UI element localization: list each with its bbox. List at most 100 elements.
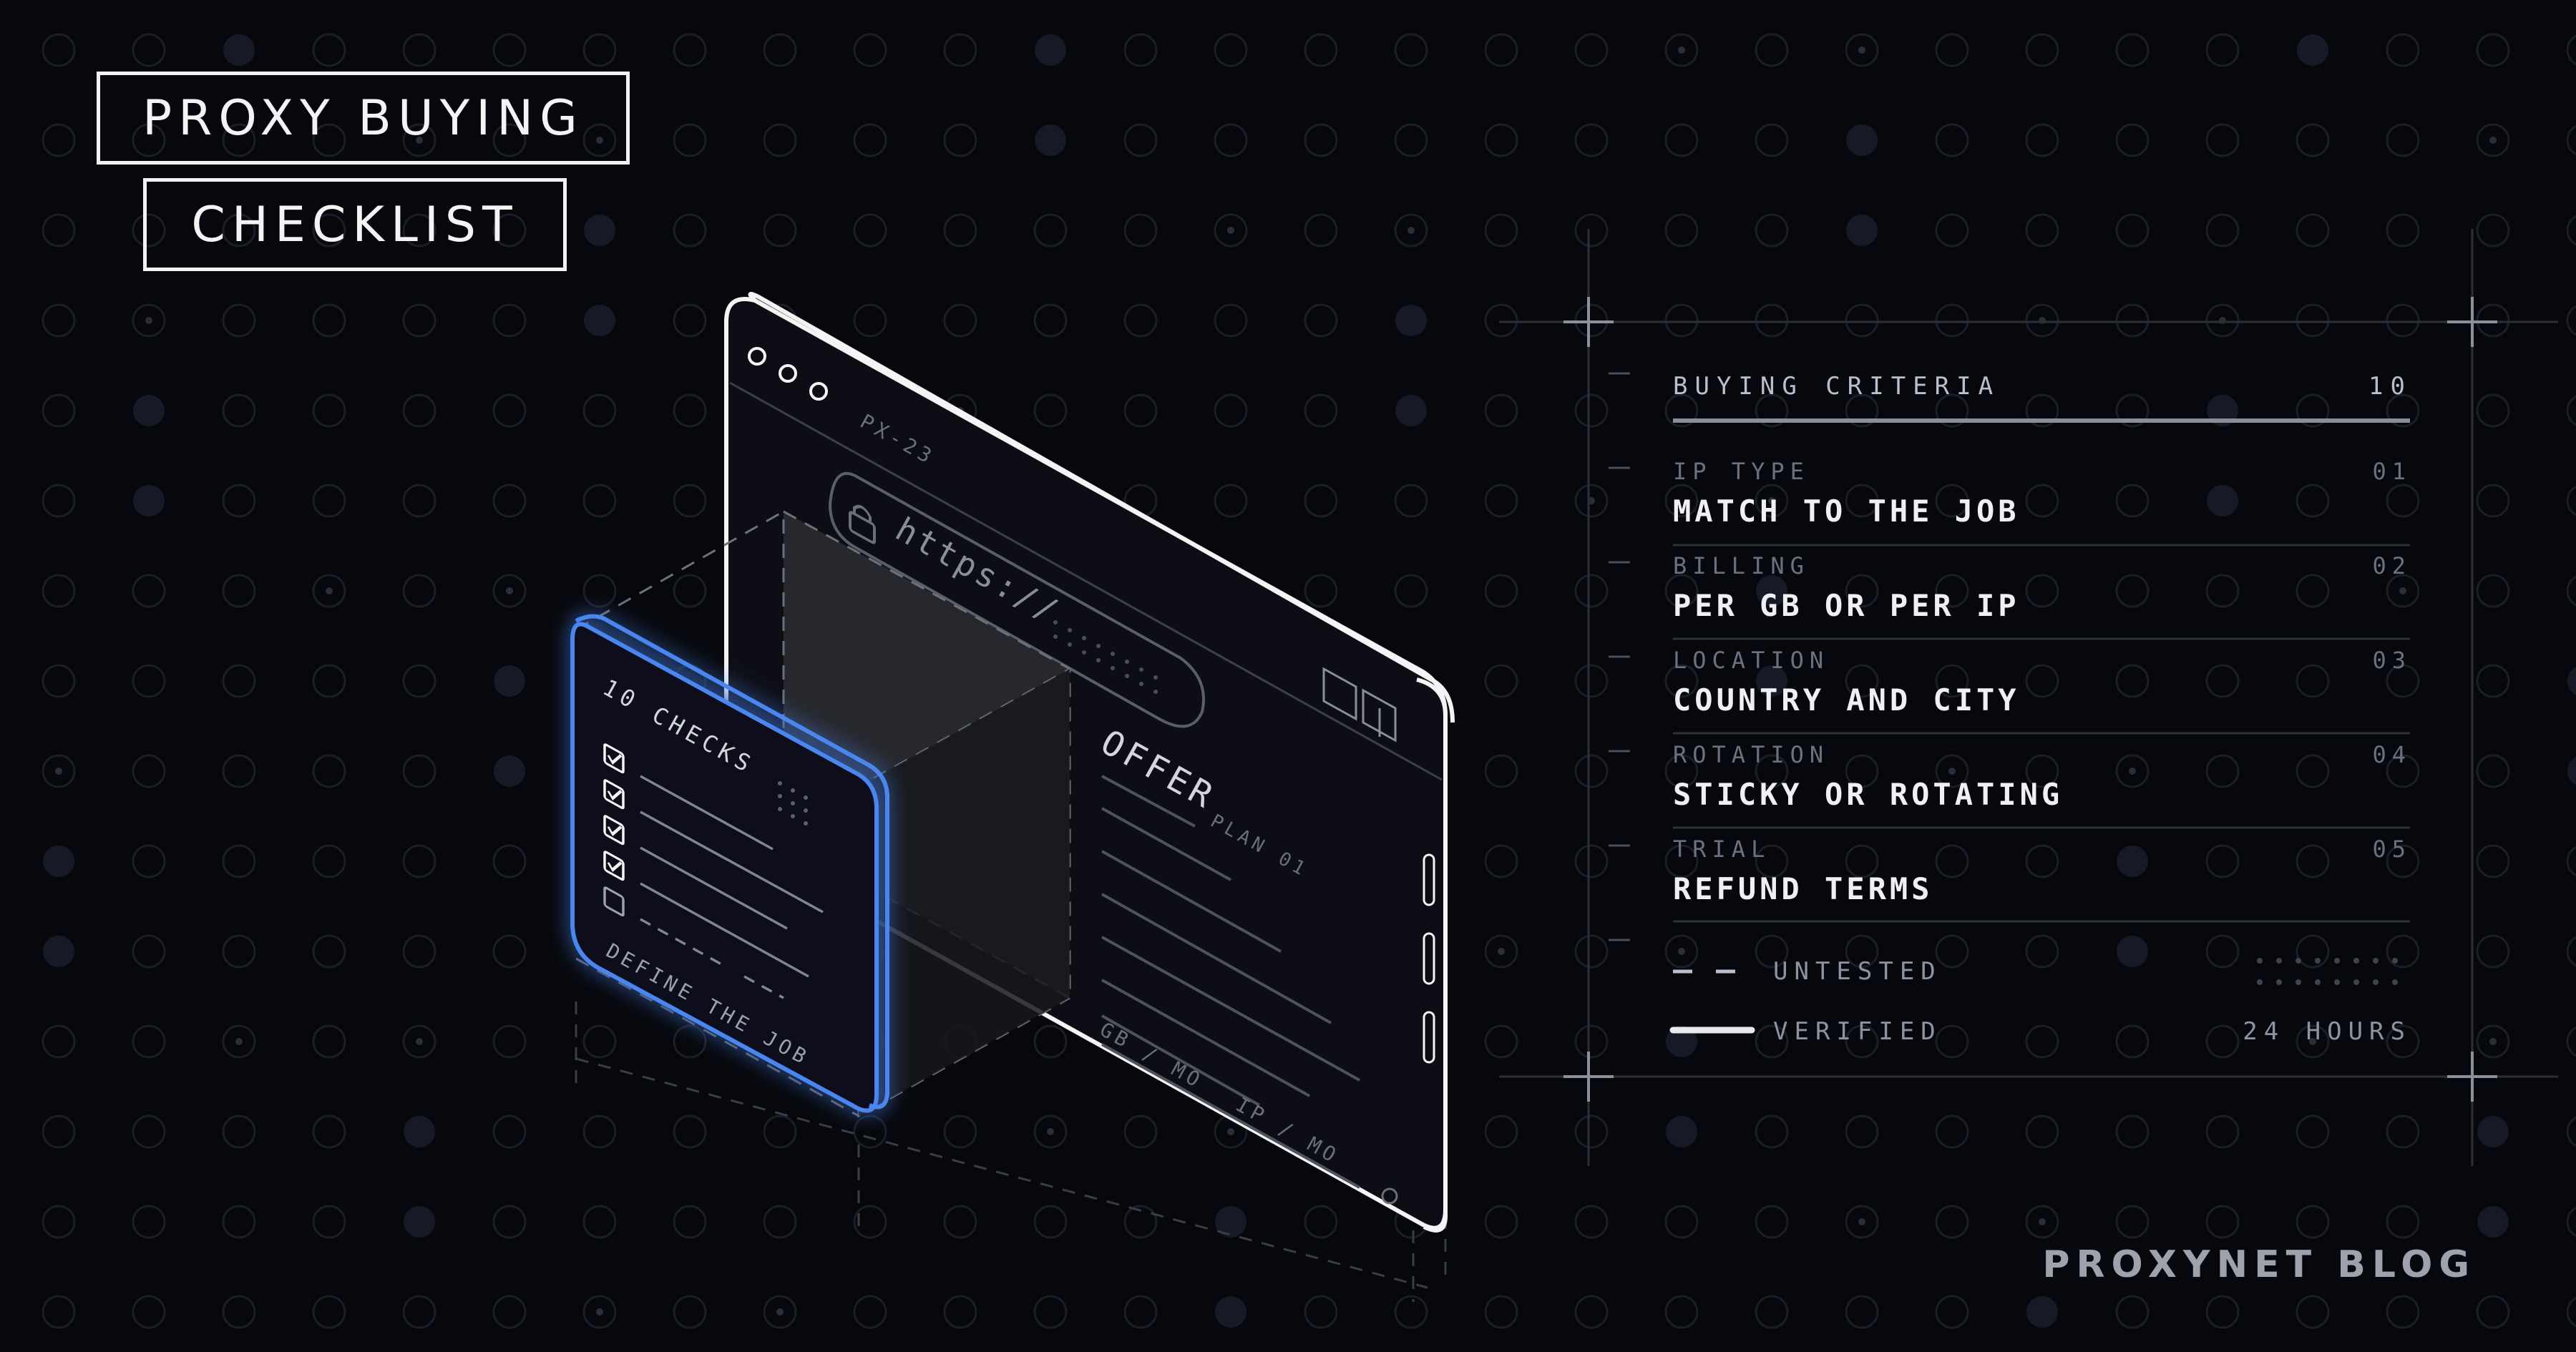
grid-dot xyxy=(1935,1205,1969,1239)
grid-dot xyxy=(2476,484,2510,518)
grid-dot-center xyxy=(1678,46,1685,54)
grid-dot xyxy=(673,484,707,518)
criteria-item-value: MATCH TO THE JOB xyxy=(1673,494,2020,529)
grid-dot xyxy=(1394,1295,1428,1329)
grid-dot xyxy=(1664,1295,1699,1329)
grid-dot xyxy=(1484,484,1518,518)
grid-dot xyxy=(2025,123,2059,157)
grid-dot xyxy=(1755,213,1789,248)
grid-dot xyxy=(492,1205,527,1239)
grid-dot xyxy=(222,1205,256,1239)
window-dot-icon xyxy=(779,364,797,383)
grid-dot xyxy=(1755,1024,1789,1059)
grid-dot xyxy=(2566,34,2576,66)
grid-dot xyxy=(1033,1115,1068,1149)
grid-dot xyxy=(1123,1115,1158,1149)
grid-dot xyxy=(1755,33,1789,67)
grid-dot xyxy=(1574,484,1609,518)
grid-dot xyxy=(2476,213,2510,248)
grid-dot xyxy=(1574,393,1609,428)
grid-dot xyxy=(2205,303,2240,338)
grid-dot xyxy=(2386,754,2420,788)
grid-dot xyxy=(1304,393,1338,428)
grid-dot-center xyxy=(1407,227,1415,234)
grid-dot-center xyxy=(235,1038,243,1045)
grid-dot xyxy=(312,934,346,969)
criteria-title: BUYING CRITERIA xyxy=(1673,372,2001,401)
grid-dot xyxy=(2477,1206,2509,1238)
grid-dot xyxy=(673,303,707,338)
legend-verified: VERIFIED xyxy=(1773,1017,1942,1046)
grid-dot xyxy=(132,1024,166,1059)
grid-dot xyxy=(1484,934,1518,969)
grid-dot xyxy=(2386,1295,2420,1329)
grid-dot-center xyxy=(1498,948,1505,955)
grid-dot xyxy=(582,393,617,428)
grid-dot xyxy=(1845,1024,1879,1059)
grid-dot xyxy=(402,574,436,608)
grid-dot xyxy=(223,34,255,66)
grid-dot xyxy=(673,1024,707,1059)
grid-dot xyxy=(1664,123,1699,157)
grid-dot xyxy=(1304,123,1338,157)
grid-dot xyxy=(404,1116,435,1147)
grid-dot xyxy=(1304,574,1338,608)
grid-dot xyxy=(494,755,525,787)
grid-dot xyxy=(1845,484,1879,518)
grid-dot xyxy=(673,574,707,608)
grid-dot xyxy=(1755,1115,1789,1149)
grid-dot xyxy=(582,1024,617,1059)
grid-dot xyxy=(2115,213,2150,248)
grid-dot xyxy=(2386,574,2420,608)
grid-dot xyxy=(222,1115,256,1149)
grid-dot xyxy=(673,1205,707,1239)
grid-dot xyxy=(2026,1296,2058,1328)
grid-dot xyxy=(1666,1026,1697,1057)
grid-dot xyxy=(1755,484,1789,518)
grid-dot xyxy=(2205,1205,2240,1239)
grid-dot-center xyxy=(326,587,333,594)
lock-icon xyxy=(849,504,876,544)
grid-dot xyxy=(2115,1295,2150,1329)
grid-dot xyxy=(1214,213,1248,248)
grid-dot xyxy=(222,1295,256,1329)
grid-dot xyxy=(2386,33,2420,67)
grid-dot xyxy=(2296,1115,2330,1149)
grid-dot-center xyxy=(2129,768,2136,775)
grid-dot-center xyxy=(776,1308,784,1316)
grid-dot xyxy=(1664,664,1699,698)
row-dividers xyxy=(1673,544,2410,923)
grid-dot xyxy=(673,1295,707,1329)
grid-dot xyxy=(492,574,527,608)
grid-dot-center xyxy=(506,587,513,594)
grid-dot xyxy=(1756,665,1787,697)
grid-dot xyxy=(2207,485,2238,516)
grid-dot xyxy=(492,1024,527,1059)
grid-dot xyxy=(1935,393,1969,428)
grid-dot xyxy=(2476,33,2510,67)
grid-dot-center xyxy=(55,768,62,775)
grid-dot xyxy=(222,484,256,518)
criteria-item-number: 02 xyxy=(2372,552,2411,579)
grid-dot xyxy=(2205,1295,2240,1329)
grid-dot xyxy=(2115,1205,2150,1239)
grid-dot xyxy=(1484,574,1518,608)
grid-dot xyxy=(2296,303,2330,338)
criteria-item-value: PER GB OR PER IP xyxy=(1673,588,2020,623)
grid-dot xyxy=(2117,846,2148,877)
grid-dot xyxy=(1574,1115,1609,1149)
grid-dot xyxy=(312,123,346,157)
grid-dot xyxy=(584,305,615,336)
criteria-item-category: IP TYPE xyxy=(1673,458,1810,485)
grid-dot xyxy=(2296,754,2330,788)
legend-untested: UNTESTED xyxy=(1773,957,1942,986)
grid-dot xyxy=(2566,124,2576,156)
grid-dot xyxy=(582,484,617,518)
grid-dot xyxy=(2296,484,2330,518)
grid-dot xyxy=(1033,1205,1068,1239)
grid-dot xyxy=(2566,575,2576,607)
grid-dot xyxy=(1845,754,1879,788)
grid-dot xyxy=(1845,1295,1879,1329)
grid-dot xyxy=(1214,303,1248,338)
